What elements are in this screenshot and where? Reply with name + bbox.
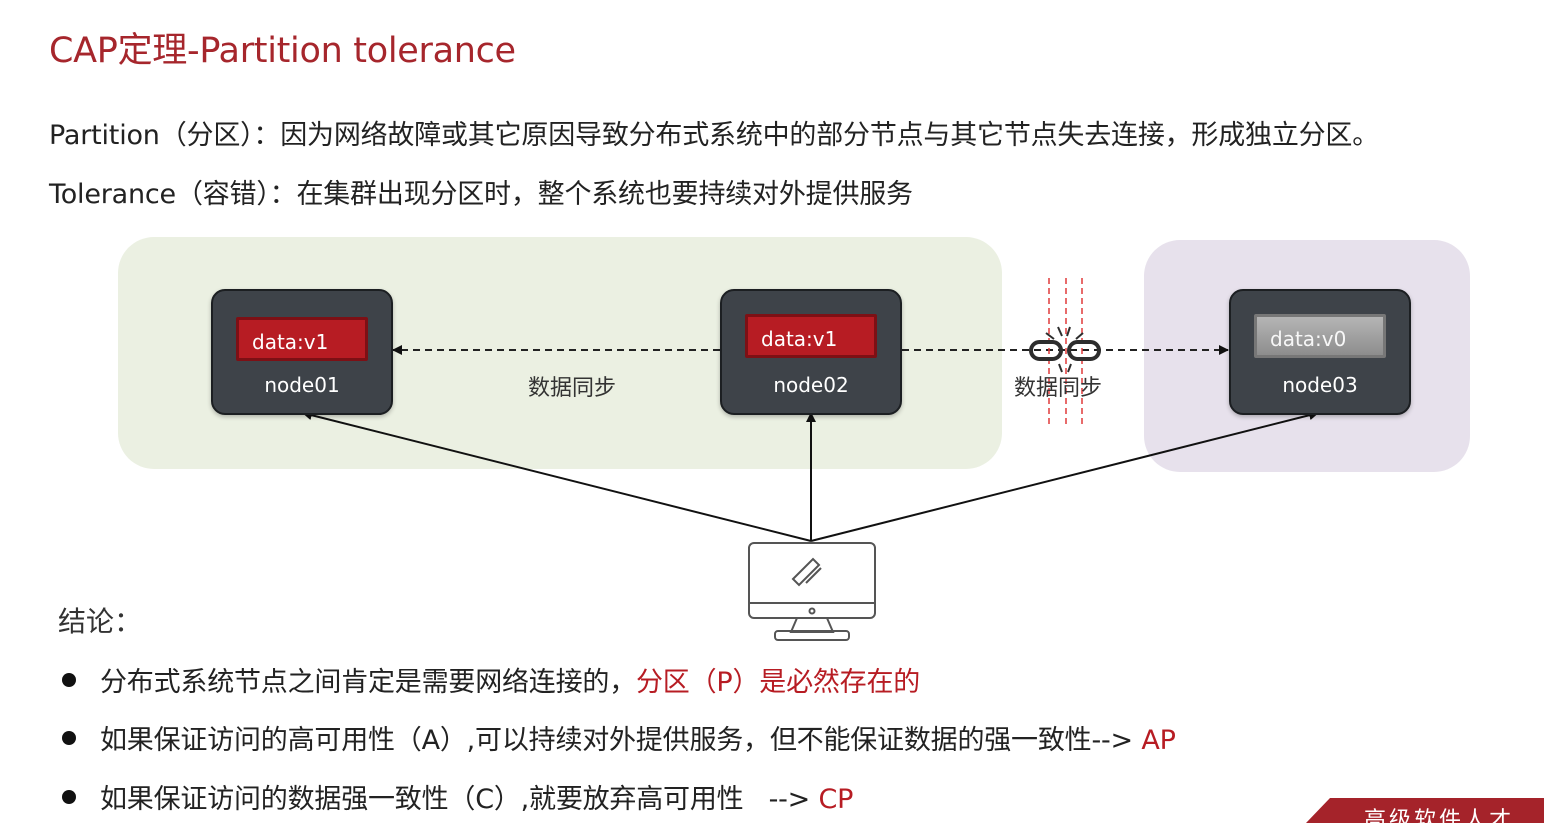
- partition-barrier: [1048, 278, 1083, 425]
- bullet-highlight: CP: [818, 784, 854, 815]
- node02: data:v1 node02: [720, 289, 902, 415]
- node01-name: node01: [264, 373, 340, 397]
- sync-label-right: 数据同步: [1014, 376, 1103, 401]
- bullet-text: 如果保证访问的数据强一致性（C）,就要放弃高可用性 -->: [100, 784, 819, 815]
- sync-label-left: 数据同步: [528, 376, 617, 401]
- partition-definition: Partition（分区）：因为网络故障或其它原因导致分布式系统中的部分节点与其…: [49, 120, 1380, 151]
- conclusion-heading: 结论：: [58, 605, 143, 638]
- node03-data: data:v0: [1254, 314, 1386, 358]
- node01: data:v1 node01: [211, 289, 393, 415]
- bullet-highlight: 分区（P）是必然存在的: [636, 667, 921, 698]
- bullet-text: 如果保证访问的高可用性（A）,可以持续对外提供服务，但不能保证数据的强一致性--…: [100, 725, 1142, 756]
- bullet-dot: [62, 790, 76, 804]
- computer-monitor-icon: [748, 542, 876, 641]
- bullet-dot: [62, 673, 76, 687]
- node03: data:v0 node03: [1229, 289, 1411, 415]
- node03-name: node03: [1282, 373, 1358, 397]
- tolerance-definition: Tolerance（容错）：在集群出现分区时，整个系统也要持续对外提供服务: [49, 179, 913, 210]
- bullet-highlight: AP: [1141, 725, 1176, 756]
- brand-banner-text: 高级软件人才: [1364, 808, 1515, 823]
- brand-banner: 高级软件人才: [1306, 798, 1544, 823]
- bullet-text: 分布式系统节点之间肯定是需要网络连接的，: [100, 667, 636, 698]
- bullet-dot: [62, 731, 76, 745]
- broken-link-icon: [1029, 326, 1101, 373]
- request-arrow-node03: [810, 410, 1319, 542]
- node01-data: data:v1: [236, 317, 368, 361]
- node02-data: data:v1: [745, 314, 877, 358]
- page-title: CAP定理-Partition tolerance: [49, 31, 516, 71]
- request-arrow-node01: [302, 410, 812, 542]
- node02-name: node02: [773, 373, 849, 397]
